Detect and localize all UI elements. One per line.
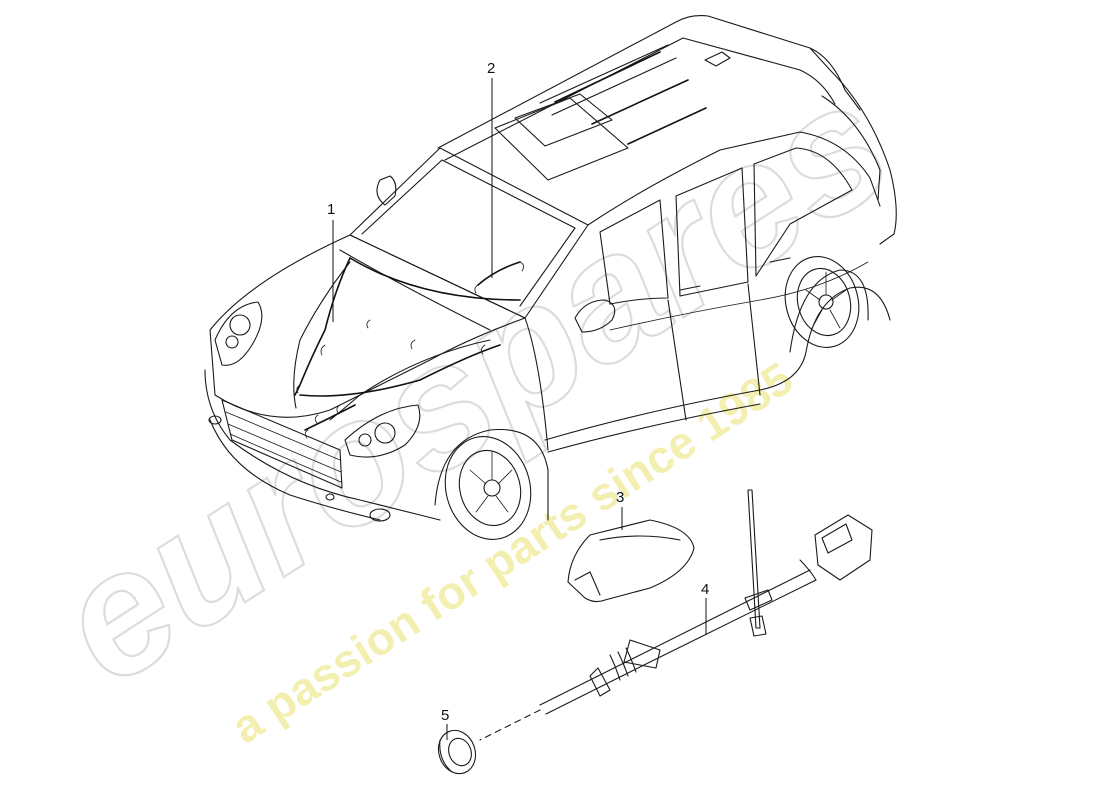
callout-1: 1 bbox=[327, 201, 335, 218]
vehicle-drawing bbox=[204, 15, 897, 540]
callout-2: 2 bbox=[487, 60, 495, 77]
part-cover bbox=[567, 519, 695, 603]
callout-3: 3 bbox=[616, 489, 624, 506]
part-harness bbox=[479, 489, 873, 741]
leader-lines bbox=[332, 78, 707, 740]
callout-4: 4 bbox=[701, 581, 709, 598]
callouts: 1 2 3 4 5 bbox=[327, 60, 709, 724]
callout-5: 5 bbox=[441, 707, 449, 724]
part-grommet bbox=[437, 729, 477, 775]
